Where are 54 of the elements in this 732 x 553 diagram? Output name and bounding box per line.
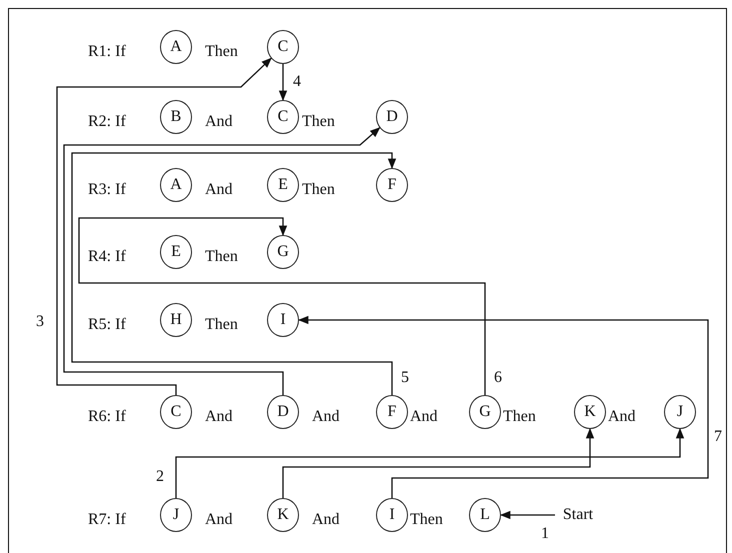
letter-circle: G (267, 235, 299, 269)
letter-circle: J (664, 395, 696, 429)
letter-circle: I (376, 498, 408, 532)
letter-circle: K (574, 395, 606, 429)
letter-circle: C (267, 30, 299, 64)
rule-text: Then (205, 248, 238, 266)
rule-text: R2: If (88, 113, 126, 131)
rule-text: Then (503, 408, 536, 426)
connector-arrow (282, 428, 594, 498)
rule-text: And (205, 408, 233, 426)
letter-circle: F (376, 168, 408, 202)
rule-text: R7: If (88, 511, 126, 529)
letter-circle: L (469, 498, 501, 532)
rule-text: And (312, 511, 340, 529)
letter-circle: K (267, 498, 299, 532)
letter-circle: H (160, 303, 192, 337)
connector-arrow (78, 217, 486, 395)
connector-arrow (71, 152, 396, 395)
letter-circle: C (267, 100, 299, 134)
rule-text: And (205, 511, 233, 529)
letter-circle: E (160, 235, 192, 269)
connector-arrow (175, 428, 684, 498)
letter-circle: A (160, 168, 192, 202)
rule-text: And (312, 408, 340, 426)
letter-circle: D (267, 395, 299, 429)
rule-text: Then (205, 316, 238, 334)
connector-arrow (63, 127, 380, 395)
rule-text: R5: If (88, 316, 126, 334)
letter-circle: B (160, 100, 192, 134)
letter-circle: F (376, 395, 408, 429)
rule-text: And (205, 113, 233, 131)
letter-circle: D (376, 100, 408, 134)
rule-text: And (410, 408, 438, 426)
letter-circle: G (469, 395, 501, 429)
rule-text: Then (302, 113, 335, 131)
rule-text: R4: If (88, 248, 126, 266)
connector-arrow (278, 64, 288, 102)
connector-arrow (298, 316, 709, 498)
rule-text: Then (205, 43, 238, 61)
letter-circle: E (267, 168, 299, 202)
rule-text: Then (410, 511, 443, 529)
letter-circle: J (160, 498, 192, 532)
letter-circle: A (160, 30, 192, 64)
rule-text: And (608, 408, 636, 426)
start-text: Start (555, 505, 601, 525)
rule-text: Then (302, 181, 335, 199)
rule-text: And (205, 181, 233, 199)
rule-text: R1: If (88, 43, 126, 61)
letter-circle: I (267, 303, 299, 337)
connector-arrow (500, 510, 555, 520)
connector-arrow (56, 58, 272, 395)
letter-circle: C (160, 395, 192, 429)
rule-text: R3: If (88, 181, 126, 199)
rule-text: R6: If (88, 408, 126, 426)
